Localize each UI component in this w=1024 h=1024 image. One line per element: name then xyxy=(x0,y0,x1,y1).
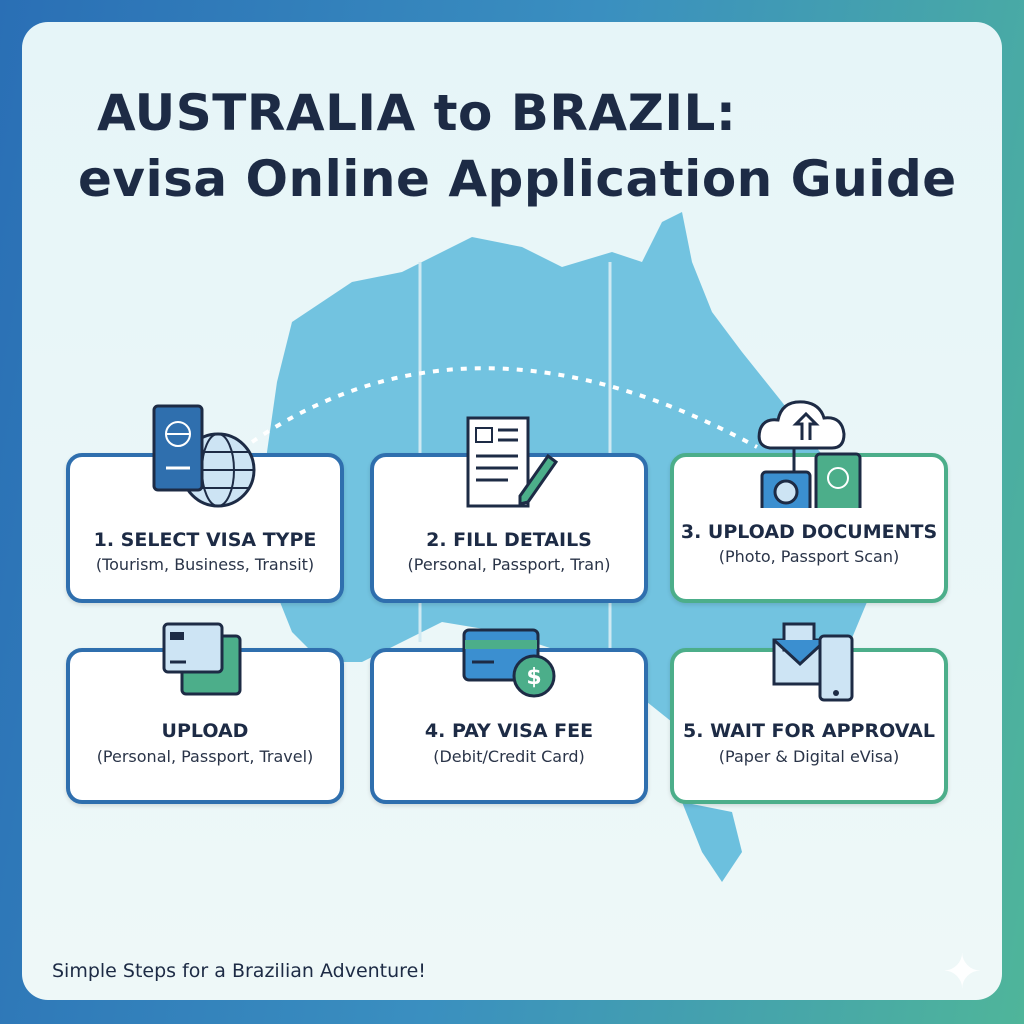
step-heading: 2. FILL DETAILS xyxy=(426,529,592,551)
step-heading: 4. PAY VISA FEE xyxy=(424,720,594,742)
cloud-upload-camera-passport-icon xyxy=(757,400,862,508)
step-description: (Debit/Credit Card) xyxy=(433,747,585,766)
page-title-line2: evisa Online Application Guide xyxy=(78,150,957,208)
step-description: (Photo, Passport Scan) xyxy=(718,547,900,566)
step-heading: 1. SELECT VISA TYPE xyxy=(93,529,317,551)
step-card-upload-documents: 3. UPLOAD DOCUMENTS (Photo, Passport Sca… xyxy=(670,453,948,603)
infographic-panel: AUSTRALIA to BRAZIL: evisa Online Applic… xyxy=(22,22,1002,1000)
id-cards-icon xyxy=(162,622,242,696)
step-heading: UPLOAD xyxy=(161,720,249,742)
envelope-phone-icon xyxy=(772,622,854,702)
sparkle-icon: ✦ xyxy=(942,944,983,1000)
footer-tagline: Simple Steps for a Brazilian Adventure! xyxy=(52,960,426,982)
form-pencil-icon xyxy=(466,416,559,508)
passport-globe-icon xyxy=(152,404,256,508)
step-description: (Personal, Passport, Tran) xyxy=(407,555,611,574)
step-description: (Personal, Passport, Travel) xyxy=(96,747,314,766)
credit-card-dollar-icon: $ xyxy=(462,628,556,698)
step-description: (Tourism, Business, Transit) xyxy=(95,555,315,574)
step-heading: 5. WAIT FOR APPROVAL xyxy=(683,720,935,742)
step-card-select-visa: 1. SELECT VISA TYPE (Tourism, Business, … xyxy=(66,453,344,603)
page-title-line1: AUSTRALIA to BRAZIL: xyxy=(97,84,737,142)
step-card-upload: UPLOAD (Personal, Passport, Travel) xyxy=(66,648,344,804)
route-dotted-line xyxy=(250,366,758,449)
svg-text:$: $ xyxy=(526,665,541,690)
step-heading: 3. UPLOAD DOCUMENTS xyxy=(680,521,938,543)
step-description: (Paper & Digital eVisa) xyxy=(718,747,900,766)
